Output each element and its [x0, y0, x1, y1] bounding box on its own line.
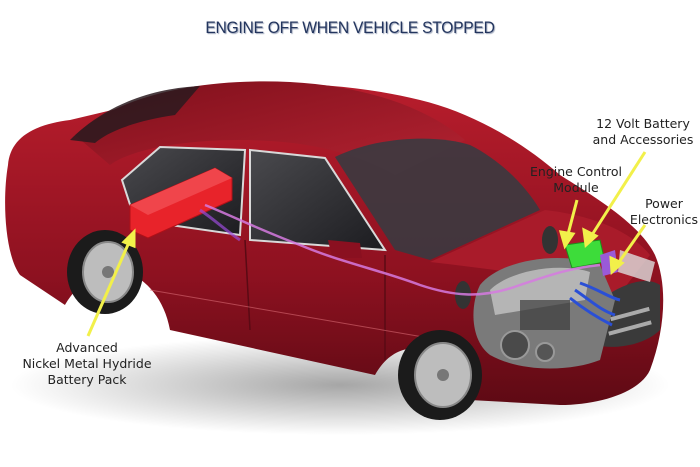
arrow-hybrid-battery [86, 239, 132, 337]
power-cables [569, 281, 621, 327]
car-body [5, 81, 664, 405]
arrow-power-electronics [615, 224, 647, 266]
diagram-title: ENGINE OFF WHEN VEHICLE STOPPED [205, 18, 495, 37]
label-hybrid-battery-pack: Advanced Nickel Metal Hydride Battery Pa… [22, 340, 152, 387]
high-voltage-cable [204, 203, 601, 296]
callout-arrows [86, 151, 647, 337]
arrow-ecm [565, 199, 579, 239]
label-12v-battery: 12 Volt Battery and Accessories [592, 116, 694, 147]
arrow-12v-battery [588, 151, 647, 239]
front-wheel [398, 330, 482, 420]
label-power-electronics: Power Electronics [629, 196, 699, 227]
label-engine-control-module: Engine Control Module [530, 164, 622, 195]
